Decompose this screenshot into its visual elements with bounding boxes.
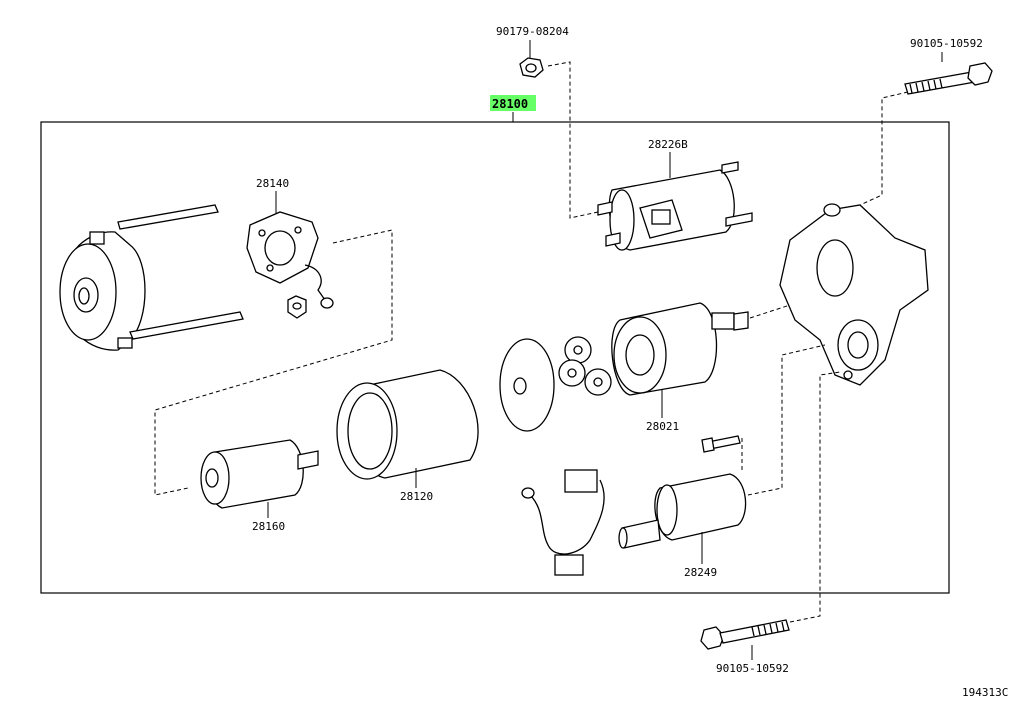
bolt-top-label: 90105-10592 [910, 37, 983, 50]
brush-lead-wire [304, 264, 326, 301]
armature-shaft-end [205, 468, 219, 488]
brush-holder-nut-hole [292, 302, 302, 310]
brush-holder-pin-3 [266, 264, 274, 272]
lever-switch[interactable]: 28249 [618, 435, 747, 579]
bolt-top[interactable]: 90105-10592 [904, 37, 993, 95]
through-bolt-upper [117, 204, 219, 230]
brush-holder-label: 28140 [256, 177, 289, 190]
harness-connector-top [564, 469, 598, 493]
connector-nut-solenoid [547, 61, 599, 219]
lever-switch-screw-head [701, 437, 715, 453]
armature-label: 28160 [252, 520, 285, 533]
yoke-inner [347, 392, 393, 470]
gear-2-hub [567, 368, 577, 378]
drive-housing-mount-hole [843, 370, 853, 380]
brush-holder-pin-2 [294, 226, 302, 234]
assembly-label: 28100 [492, 97, 528, 111]
connector-switch-housing [747, 344, 826, 496]
connector-clutch-housing [749, 304, 791, 319]
connector-bolt-top-housing [859, 91, 909, 206]
lever-switch-body [654, 473, 747, 541]
assembly-label-highlight [490, 95, 536, 111]
bolt-bottom-shank [719, 619, 790, 644]
drive-housing-body [779, 204, 929, 386]
bolt-top-head [967, 62, 993, 86]
end-frame-tab [89, 231, 105, 245]
bolt-top-thread [909, 78, 943, 94]
clutch-shaft [711, 312, 735, 330]
drive-housing[interactable] [779, 203, 929, 386]
bolt-top-shank [904, 71, 976, 95]
connector-bolt-bottom-housing [789, 371, 841, 623]
lever-switch-end [656, 484, 678, 536]
nut-top-label: 90179-08204 [496, 25, 569, 38]
solenoid-connector-slot [651, 209, 671, 225]
clutch-assembly[interactable]: 28021 [611, 302, 749, 433]
connector-brush-armature [154, 229, 393, 496]
through-bolt-lower [129, 311, 244, 340]
nut-hole [525, 63, 537, 73]
wire-harness[interactable] [521, 469, 605, 576]
gear-1-hub [573, 345, 583, 355]
lever-switch-label: 28249 [684, 566, 717, 579]
brush-end-frame[interactable] [59, 204, 244, 351]
assembly-callout-28100[interactable]: 28100 [490, 95, 536, 122]
clutch-label: 28021 [646, 420, 679, 433]
end-frame-boss-inner [78, 287, 90, 305]
solenoid-label: 28226B [648, 138, 688, 151]
armature[interactable]: 28160 [200, 439, 319, 533]
solenoid-stud-2 [605, 232, 621, 247]
solenoid-stud-1 [597, 201, 613, 216]
clutch-hub [625, 334, 655, 376]
armature-shaft [297, 450, 319, 470]
clutch-shaft-tip [733, 311, 749, 331]
gear-3-hub [593, 377, 603, 387]
drive-housing-pinion-bore [816, 239, 854, 297]
brush-holder[interactable]: 28140 [246, 177, 334, 319]
yoke-label: 28120 [400, 490, 433, 503]
bolt-bottom-head [700, 626, 725, 650]
lever-switch-plunger-tip [618, 527, 628, 549]
solenoid-switch[interactable]: 28226B [597, 138, 753, 251]
plate-center [513, 377, 527, 395]
drive-housing-bore-inner [847, 331, 869, 359]
brush-lead-terminal [320, 297, 334, 309]
bolt-bottom[interactable]: 90105-10592 [700, 619, 790, 675]
brush-holder-hole [264, 230, 296, 266]
assembly-frame [40, 121, 950, 594]
harness-terminal [521, 487, 535, 499]
planetary-gears[interactable] [558, 336, 612, 396]
bolt-bottom-thread [751, 621, 785, 637]
figure-code: 194313C [962, 686, 1008, 699]
bolt-bottom-label: 90105-10592 [716, 662, 789, 675]
nut-top[interactable]: 90179-08204 [496, 25, 569, 78]
harness-connector-bottom [554, 554, 584, 576]
brush-holder-pin [258, 229, 266, 237]
end-frame-tab-2 [117, 337, 133, 349]
harness-wire [529, 479, 605, 555]
yoke[interactable]: 28120 [336, 369, 479, 503]
solenoid-stud-3 [721, 161, 739, 174]
drive-housing-ear [823, 203, 841, 217]
internal-gear-plate[interactable] [499, 338, 555, 432]
plate-disc [499, 338, 555, 432]
solenoid-stud-4 [725, 212, 753, 227]
lever-switch-plunger [621, 519, 661, 549]
